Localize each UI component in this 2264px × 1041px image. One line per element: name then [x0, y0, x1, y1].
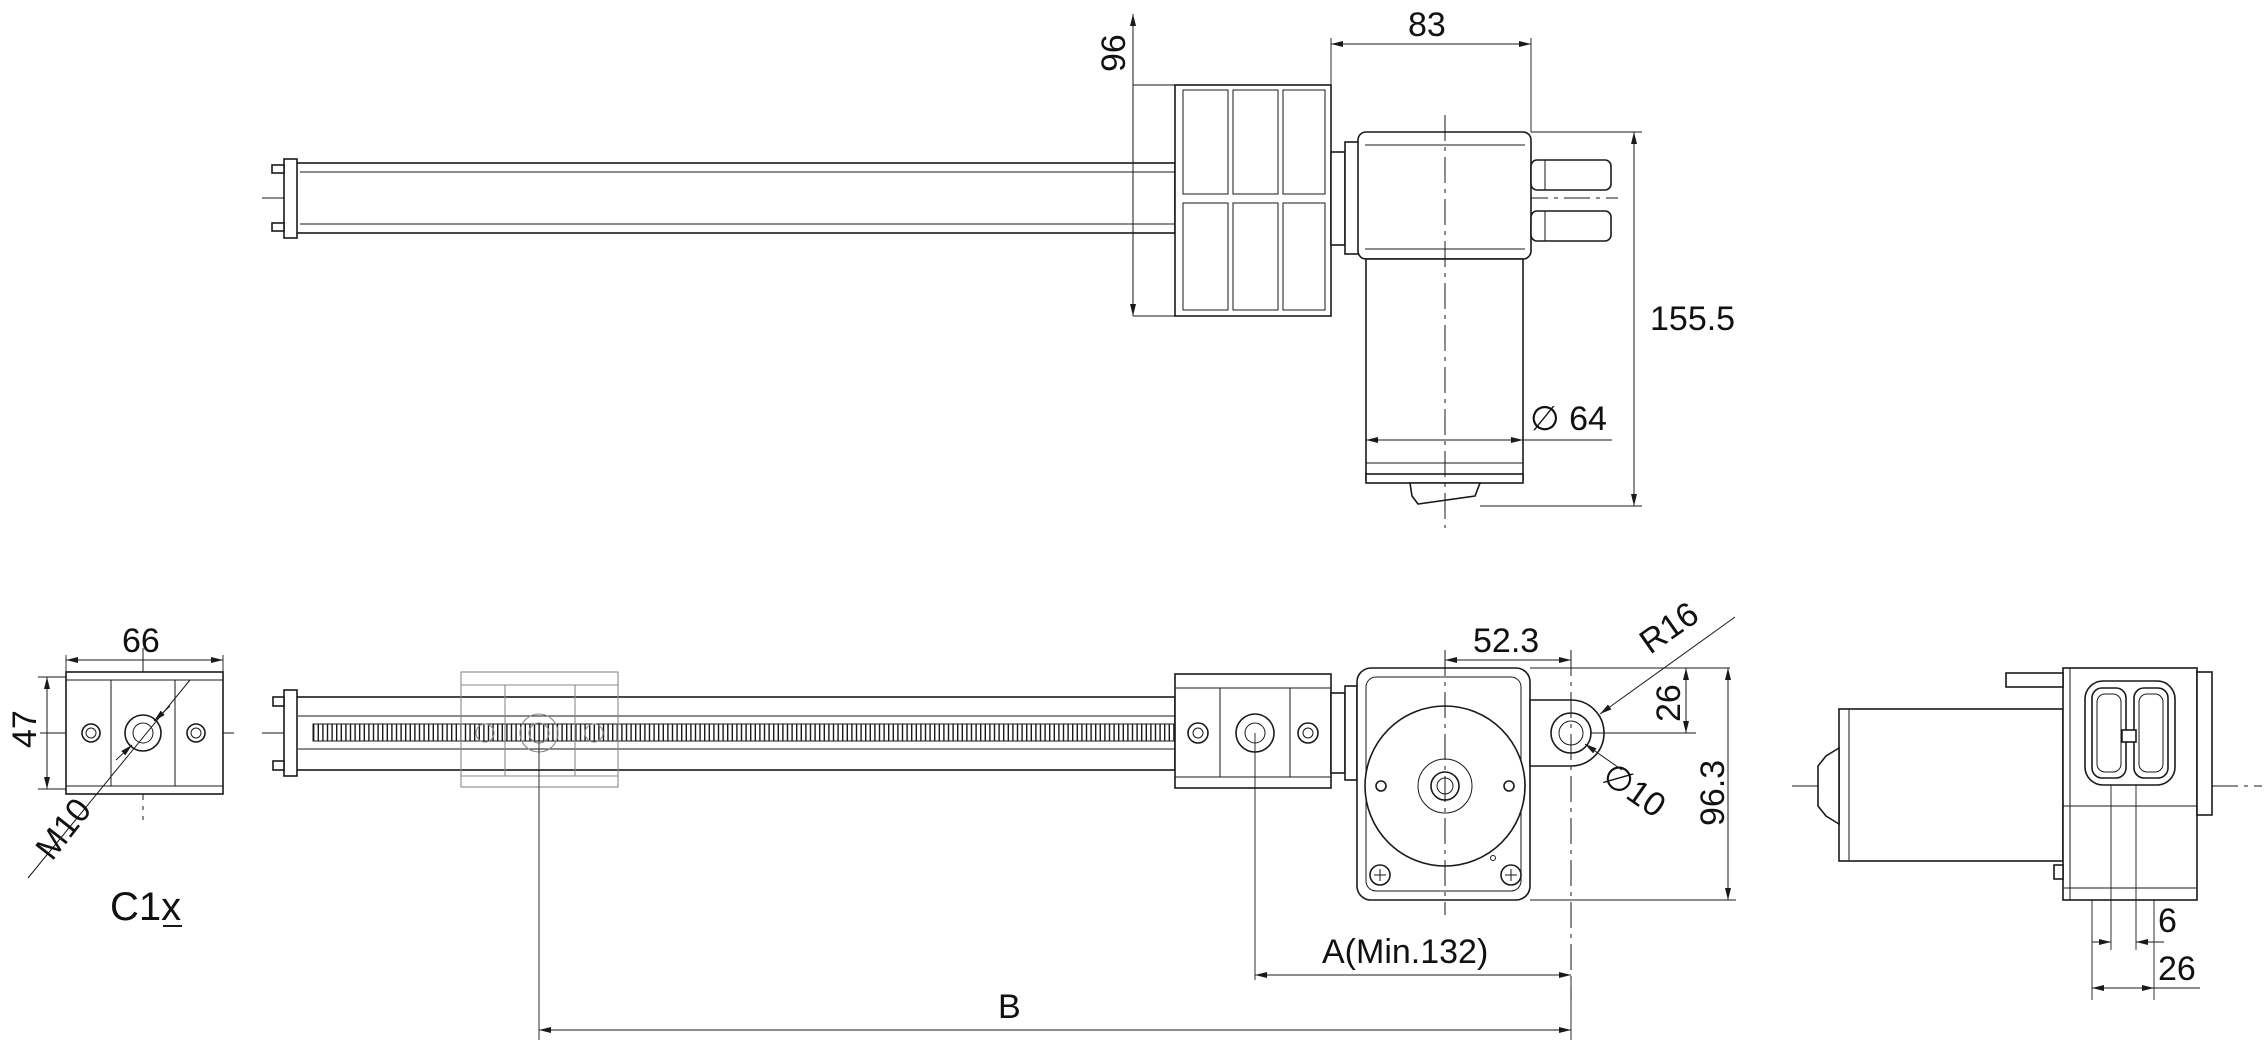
dim-eye-offset: 26 [1530, 667, 1730, 734]
dim-length-b-text: B [998, 988, 1021, 1026]
dim-length-b: B [539, 988, 1571, 1033]
top-rod-end [283, 158, 298, 239]
dim-top-height-text: 96 [1095, 34, 1133, 72]
dim-offset: 52.3 [1444, 622, 1571, 668]
lead-screw [312, 723, 1176, 742]
end-view: 66 47 M10 C1x [6, 622, 240, 929]
moving-nut [460, 671, 619, 788]
front-view: 52.3 R16 26 ∅10 96.3 [262, 595, 1736, 1040]
side-clamp [2084, 680, 2176, 786]
dim-end-height: 47 [6, 676, 66, 790]
top-rod [294, 162, 1176, 234]
dim-stroke-a: A(Min.132) [1255, 933, 1571, 978]
dim-stroke-a-text: A(Min.132) [1322, 933, 1488, 971]
front-gearbox [1356, 667, 1531, 901]
end-thread-hole [124, 714, 162, 752]
dim-side-width-text: 26 [2158, 950, 2196, 988]
dim-side-width: 26 [2091, 900, 2200, 1000]
top-rear-eye [1530, 159, 1612, 242]
top-gearbox [1357, 131, 1532, 260]
dim-radius-text: R16 [1633, 595, 1706, 662]
top-clamp-block [1174, 84, 1332, 317]
dim-side-small-text: 6 [2158, 902, 2177, 940]
side-motor [1817, 708, 2064, 862]
dim-end-width: 66 [65, 622, 224, 672]
front-clamp-block [1174, 673, 1332, 789]
dim-top-length: 83 [1330, 6, 1532, 132]
front-rod-end [283, 689, 298, 777]
dim-top-length-text: 83 [1408, 6, 1446, 44]
top-view: 96 83 155.5 ∅ 64 [262, 6, 1735, 528]
dim-hole: ∅10 [1584, 743, 1672, 825]
dim-end-height-text: 47 [6, 710, 44, 748]
dim-motor-diameter: ∅ 64 [1366, 400, 1612, 443]
dim-total-height-text: 155.5 [1650, 300, 1735, 338]
dim-side-small: 6 [2092, 785, 2177, 950]
dim-end-width-text: 66 [122, 622, 160, 660]
dim-hole-text: ∅10 [1595, 755, 1672, 825]
model-label: C1x [110, 885, 181, 929]
dim-front-height: 96.3 [1530, 668, 1736, 901]
dim-motor-diameter-text: ∅ 64 [1530, 400, 1607, 438]
dim-total-height: 155.5 [1480, 131, 1735, 507]
dim-offset-text: 52.3 [1473, 622, 1539, 660]
dim-top-height: 96 [1095, 14, 1175, 317]
dim-eye-offset-text: 26 [1650, 684, 1688, 722]
side-view: 6 26 [1792, 667, 2262, 1000]
dim-front-height-text: 96.3 [1694, 760, 1732, 826]
dim-thread-text: M10 [28, 791, 99, 867]
